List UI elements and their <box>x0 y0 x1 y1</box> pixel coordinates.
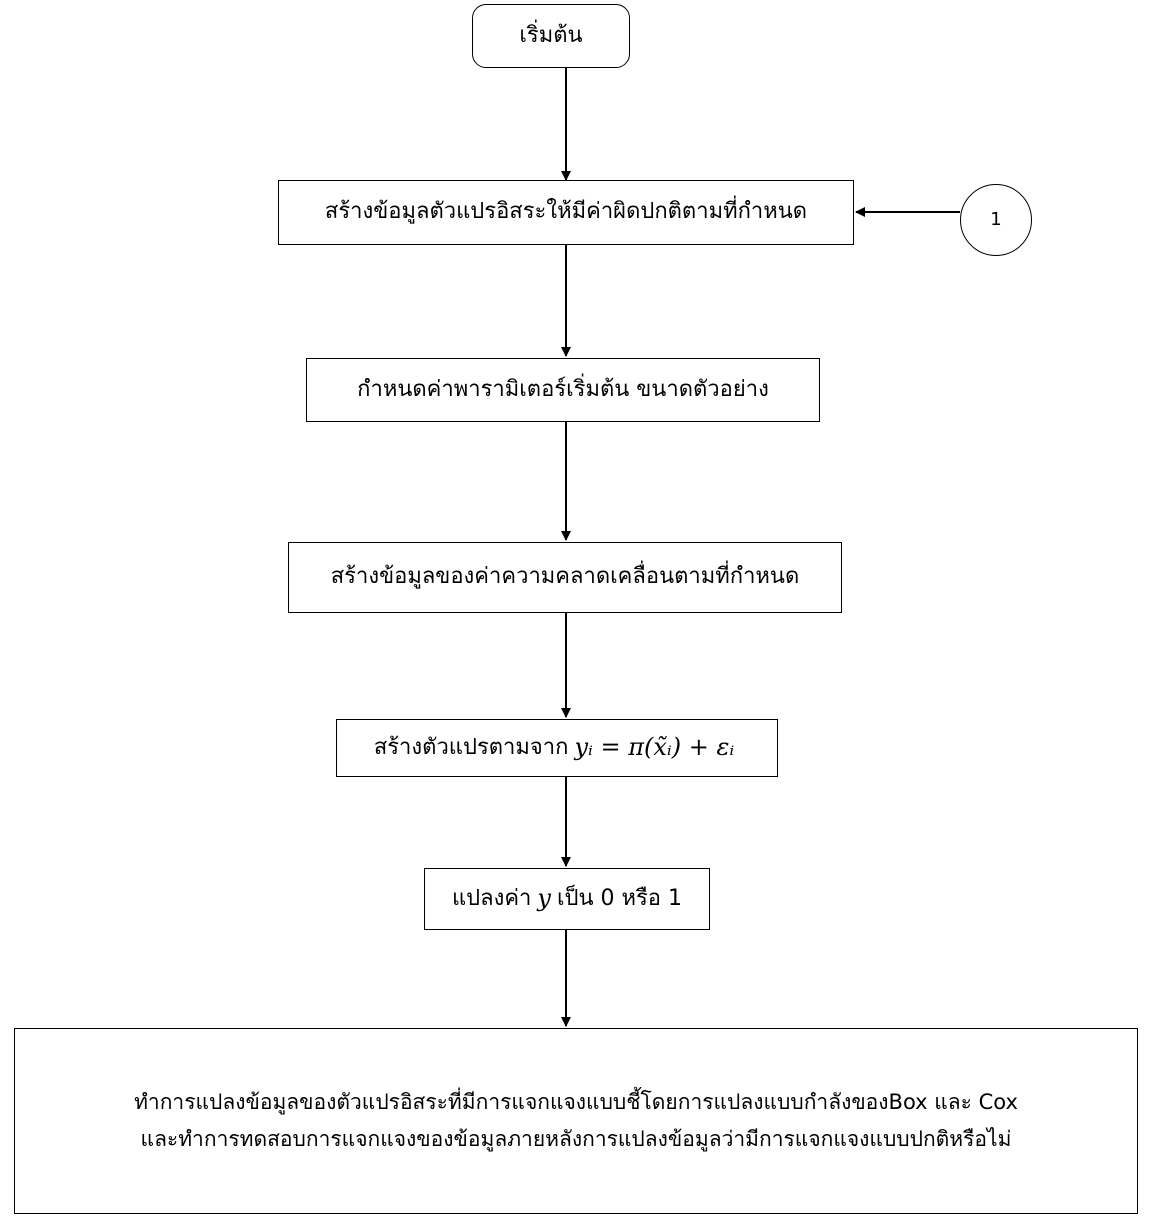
step6-line2: และทำการทดสอบการแจกแจงของข้อมูลภายหลังกา… <box>140 1127 1012 1151</box>
step3-box: สร้างข้อมูลของค่าความคลาดเคลื่อนตามที่กำ… <box>288 542 842 613</box>
step1-label: สร้างข้อมูลตัวแปรอิสระให้มีค่าผิดปกติตาม… <box>324 199 808 225</box>
step4-formula: yᵢ = π(x̃ᵢ) + εᵢ <box>574 733 735 762</box>
step2-box: กำหนดค่าพารามิเตอร์เริ่มต้น ขนาดตัวอย่าง <box>306 358 820 422</box>
step4-box: สร้างตัวแปรตามจาก yᵢ = π(x̃ᵢ) + εᵢ <box>336 719 778 777</box>
step5-prefix: แปลงค่า <box>451 885 532 911</box>
step5-box: แปลงค่า y เป็น 0 หรือ 1 <box>424 868 710 930</box>
start-terminator: เริ่มต้น <box>472 4 630 68</box>
connector-circle: 1 <box>960 184 1032 256</box>
start-label: เริ่มต้น <box>519 22 583 48</box>
step2-label: กำหนดค่าพารามิเตอร์เริ่มต้น ขนาดตัวอย่าง <box>357 376 769 402</box>
step4-label: สร้างตัวแปรตามจาก <box>373 734 569 760</box>
step1-box: สร้างข้อมูลตัวแปรอิสระให้มีค่าผิดปกติตาม… <box>278 180 854 245</box>
step5-variable: y <box>537 884 551 913</box>
step3-label: สร้างข้อมูลของค่าความคลาดเคลื่อนตามที่กำ… <box>330 564 800 590</box>
step5-suffix: เป็น 0 หรือ 1 <box>556 885 683 911</box>
step6-line1: ทำการแปลงข้อมูลของตัวแปรอิสระที่มีการแจก… <box>134 1090 1018 1115</box>
connector-label: 1 <box>990 209 1002 231</box>
step6-box: ทำการแปลงข้อมูลของตัวแปรอิสระที่มีการแจก… <box>14 1028 1138 1214</box>
